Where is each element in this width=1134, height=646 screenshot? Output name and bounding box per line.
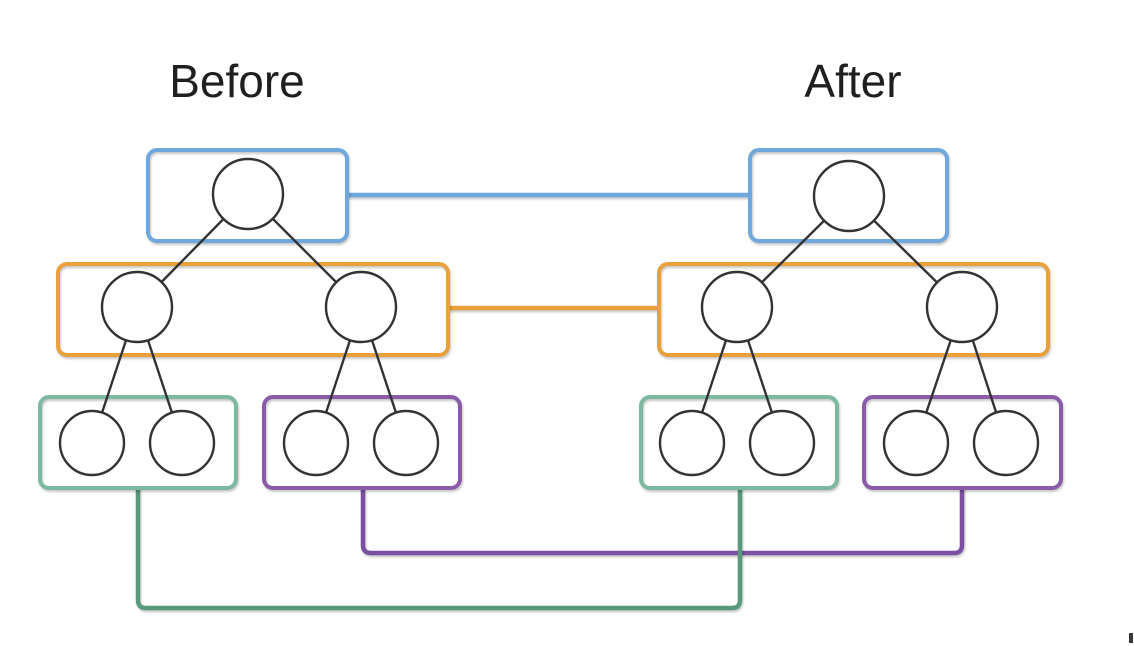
after-leaf-node-3 — [882, 409, 950, 477]
before-mid-group-box — [56, 262, 450, 357]
before-left-leaf-group-box — [38, 395, 238, 490]
before-root-node — [211, 157, 285, 231]
after-title: After — [804, 55, 902, 107]
after-root-node — [812, 159, 886, 233]
before-right-leaf-group-box — [262, 395, 462, 490]
after-mid-left-node — [700, 270, 774, 344]
screen-edge-artifact — [1129, 633, 1133, 643]
before-leaf-node-3 — [282, 409, 350, 477]
before-mid-left-node — [100, 270, 174, 344]
before-title: Before — [169, 55, 305, 107]
leaf-group-connector-green — [135, 488, 743, 611]
before-leaf-node-2 — [148, 409, 216, 477]
before-leaf-node-4 — [372, 409, 440, 477]
after-leaf-node-2 — [748, 409, 816, 477]
before-mid-right-node — [324, 270, 398, 344]
after-root-group-box — [748, 148, 949, 243]
after-right-leaf-group-box — [862, 395, 1063, 490]
after-mid-group-box — [657, 262, 1050, 357]
after-left-leaf-group-box — [639, 395, 839, 490]
after-mid-right-node — [925, 270, 999, 344]
after-leaf-node-1 — [658, 409, 726, 477]
leaf-group-connector-purple — [360, 488, 965, 556]
before-root-group-box — [146, 148, 349, 243]
before-leaf-node-1 — [58, 409, 126, 477]
after-leaf-node-4 — [972, 409, 1040, 477]
